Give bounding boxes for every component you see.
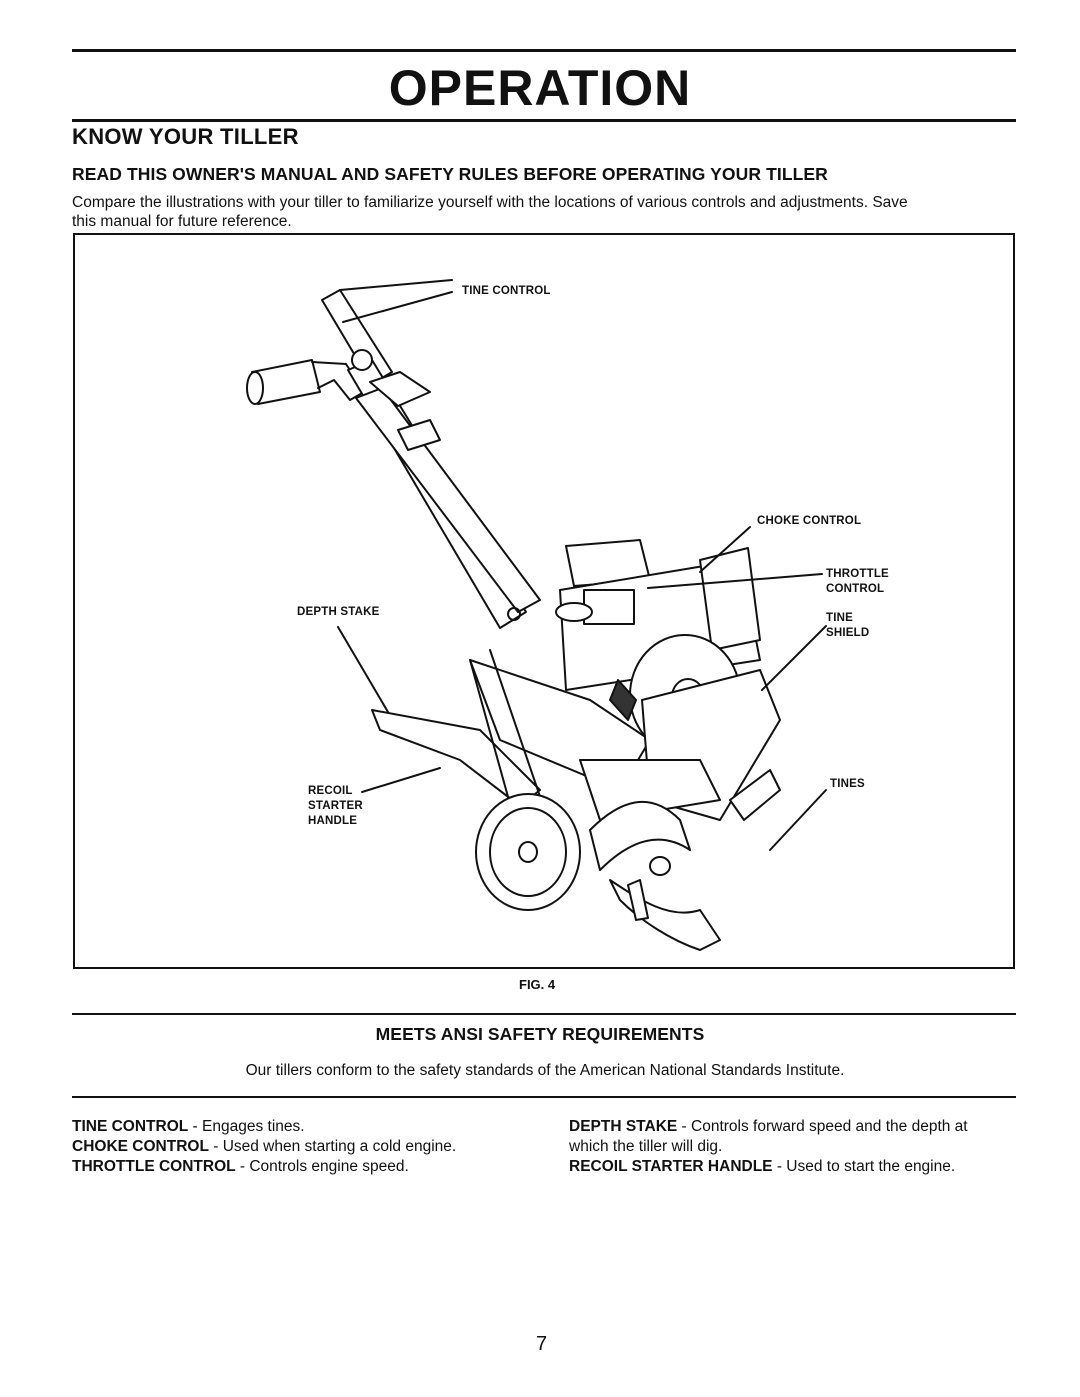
label-recoil-1: RECOIL — [308, 785, 353, 797]
description-left-column: TINE CONTROL - Engages tines. CHOKE CONT… — [72, 1117, 542, 1177]
label-tine-shield-1: TINE — [826, 612, 853, 624]
ansi-text: Our tillers conform to the safety standa… — [245, 1062, 845, 1079]
figure-caption: FIG. 4 — [519, 977, 556, 992]
label-choke-control: CHOKE CONTROL — [757, 515, 862, 527]
label-throttle-control-2: CONTROL — [826, 583, 885, 595]
subtitle: READ THIS OWNER'S MANUAL AND SAFETY RULE… — [72, 164, 828, 184]
label-tines: TINES — [830, 778, 865, 790]
label-tine-shield-2: SHIELD — [826, 627, 870, 639]
label-depth-stake: DEPTH STAKE — [297, 606, 380, 618]
ansi-top-rule — [72, 1013, 1016, 1015]
desc-recoil-starter: RECOIL STARTER HANDLE - Used to start th… — [569, 1158, 956, 1175]
desc-tine-control: TINE CONTROL - Engages tines. — [72, 1118, 305, 1135]
ansi-bottom-rule — [72, 1096, 1016, 1098]
top-rule — [72, 49, 1016, 52]
title-bottom-rule — [72, 119, 1016, 122]
label-recoil-3: HANDLE — [308, 815, 358, 827]
figure-frame — [73, 233, 1015, 969]
desc-depth-stake: DEPTH STAKE - Controls forward speed and… — [569, 1118, 968, 1135]
section-title: KNOW YOUR TILLER — [72, 124, 299, 149]
tiller-illustration — [246, 279, 827, 951]
desc-choke-control: CHOKE CONTROL - Used when starting a col… — [72, 1138, 457, 1155]
page-number: 7 — [536, 1333, 548, 1355]
description-right-column: DEPTH STAKE - Controls forward speed and… — [569, 1117, 1029, 1177]
page-title: OPERATION — [388, 60, 692, 116]
label-tine-control: TINE CONTROL — [462, 285, 551, 297]
desc-throttle-control: THROTTLE CONTROL - Controls engine speed… — [72, 1158, 409, 1175]
intro-line-2: this manual for future reference. — [72, 213, 292, 230]
label-throttle-control-1: THROTTLE — [826, 568, 889, 580]
intro-line-1: Compare the illustrations with your till… — [72, 194, 908, 211]
label-recoil-2: STARTER — [308, 800, 363, 812]
ansi-heading: MEETS ANSI SAFETY REQUIREMENTS — [375, 1024, 705, 1044]
desc-depth-stake-cont: which the tiller will dig. — [569, 1138, 723, 1155]
